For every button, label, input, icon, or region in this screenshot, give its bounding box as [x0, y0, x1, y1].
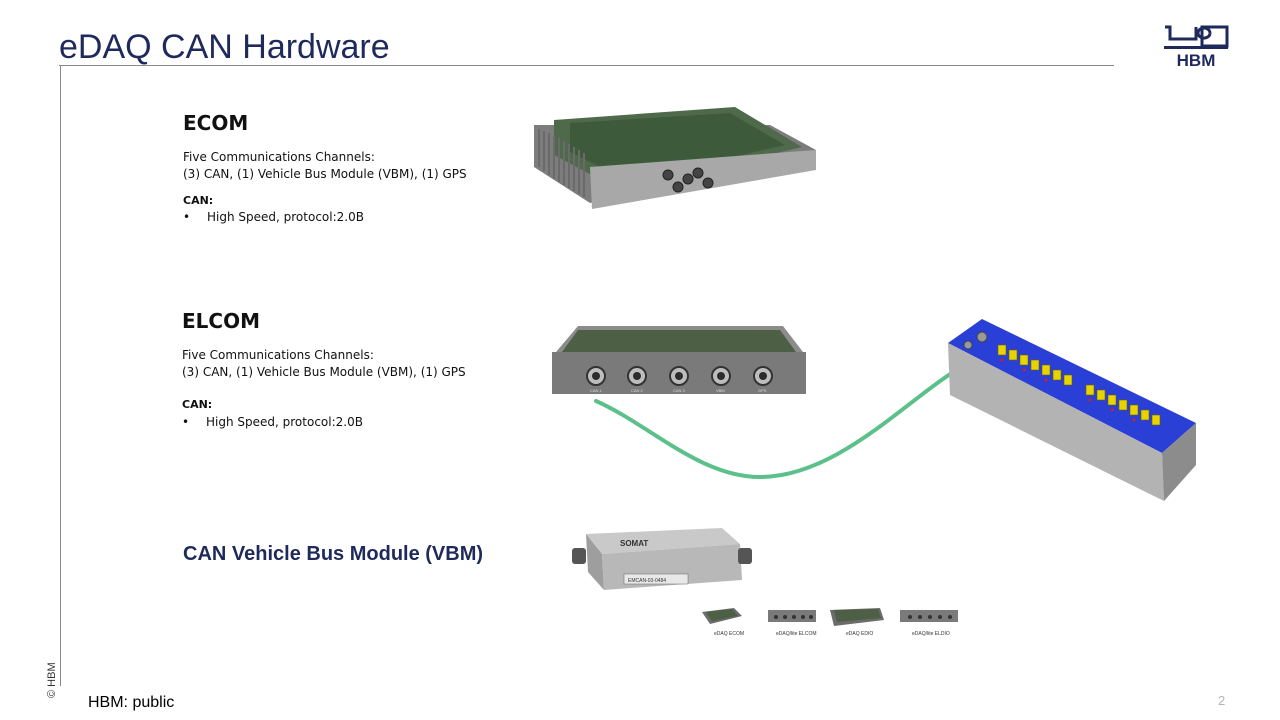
- hbm-logo-text: HBM: [1177, 51, 1216, 68]
- vbm-module-photo: SOMAT EMCAN-03-0484: [572, 528, 752, 590]
- copyright-text: © HBM: [46, 662, 58, 698]
- elcom-channels-line2: (3) CAN, (1) Vehicle Bus Module (VBM), (…: [182, 365, 466, 379]
- elcom-port-label: CAN 1: [590, 388, 603, 393]
- elcom-can-bullet: •High Speed, protocol:2.0B: [182, 415, 363, 429]
- footer-classification: HBM: public: [88, 694, 175, 711]
- title-divider: [59, 65, 1114, 66]
- thumbnail-elcom: [768, 610, 816, 622]
- ecom-heading: ECOM: [183, 111, 249, 135]
- elcom-can-bullet-text: High Speed, protocol:2.0B: [206, 415, 363, 429]
- elcom-can-heading: CAN:: [182, 398, 213, 411]
- page-number: 2: [1218, 693, 1226, 708]
- ecom-channels-line1: Five Communications Channels:: [183, 150, 375, 164]
- elcom-module-photo: CAN 1 CAN 2 CAN 3 VBM GPS: [552, 326, 806, 394]
- vbm-heading: CAN Vehicle Bus Module (VBM): [183, 543, 484, 565]
- blue-can-module-photo: [948, 319, 1196, 501]
- ecom-can-heading: CAN:: [183, 194, 214, 207]
- thumbnail-edio: [830, 608, 884, 626]
- thumbnail-ecom: [702, 608, 742, 624]
- elcom-port-label: CAN 2: [631, 388, 644, 393]
- vbm-serial-label: EMCAN-03-0484: [628, 578, 666, 584]
- thumbnail-label: eDAQ/lite ELCOM: [776, 631, 817, 637]
- left-divider: [60, 66, 61, 686]
- thumbnail-label: eDAQ ECOM: [714, 631, 745, 637]
- thumbnail-label: eDAQ EDIO: [846, 631, 874, 637]
- ecom-can-bullet-text: High Speed, protocol:2.0B: [207, 210, 364, 224]
- elcom-port-label: VBM: [716, 388, 725, 393]
- thumbnail-label: eDAQ/lite ELDIO: [912, 631, 950, 637]
- slide-title: eDAQ CAN Hardware: [59, 28, 390, 66]
- vbm-brand-label: SOMAT: [620, 539, 648, 548]
- can-cable: [594, 361, 970, 480]
- hbm-logo: HBM: [1164, 25, 1229, 68]
- elcom-port-label: CAN 3: [673, 388, 686, 393]
- ecom-can-bullet: •High Speed, protocol:2.0B: [183, 210, 364, 224]
- ecom-module-photo: [534, 107, 816, 209]
- elcom-port-label: GPS: [758, 388, 767, 393]
- elcom-channels-line1: Five Communications Channels:: [182, 348, 374, 362]
- elcom-heading: ELCOM: [182, 309, 260, 333]
- thumbnail-eldio: [900, 610, 958, 622]
- ecom-channels-line2: (3) CAN, (1) Vehicle Bus Module (VBM), (…: [183, 167, 467, 181]
